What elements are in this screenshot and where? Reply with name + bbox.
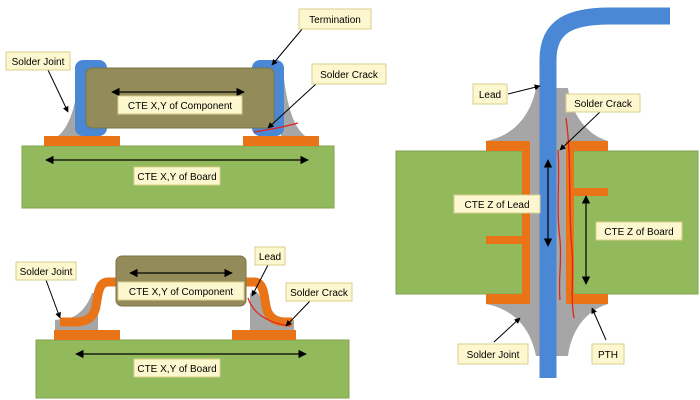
solder-joint-label: Solder Joint [12, 57, 65, 68]
pointer-solder-joint [45, 279, 61, 319]
pth-pad-top-right [566, 141, 608, 151]
pointer-solder-joint [47, 69, 69, 113]
label-box-lead [472, 83, 508, 105]
label-box-component-cte [117, 95, 243, 115]
termination-label: Termination [309, 15, 361, 26]
solder-crack-label: Solder Crack [290, 288, 349, 299]
component-cte-label: CTE X,Y of Component [129, 287, 234, 298]
pointer-lead [507, 84, 541, 95]
pointer-solder-joint [493, 317, 521, 343]
copper-pad-left [54, 330, 120, 340]
solder-crack-line-left [557, 149, 562, 301]
pth-pad-top-left [486, 141, 530, 151]
solder-joint-right [281, 70, 305, 136]
pth-pad-bottom-left [486, 294, 530, 304]
label-box-solder-crack [565, 93, 641, 113]
label-box-pth [591, 343, 625, 365]
pth-pad-bottom-right [566, 294, 608, 304]
board-cte-label: CTE X,Y of Board [137, 172, 216, 183]
lead-cte-label: CTE Z of Lead [464, 200, 529, 211]
gull-wing-component-assembly: Lead Solder Joint Solder Crack CTE X,Y o… [15, 246, 353, 399]
pth-label: PTH [598, 350, 618, 361]
solder-crack-label: Solder Crack [320, 70, 379, 81]
board [35, 339, 350, 399]
copper-pad-left [44, 136, 120, 146]
solder-joint-label: Solder Joint [20, 267, 73, 278]
solder-crack-line [253, 122, 299, 133]
board-left-section [395, 150, 537, 295]
label-box-solder-joint [457, 343, 529, 365]
label-box-board-cte [133, 358, 221, 378]
label-box-component-cte [117, 281, 245, 301]
label-box-lead-cte [453, 194, 541, 214]
label-box-solder-crack [311, 63, 387, 85]
lead-label: Lead [259, 252, 281, 263]
pointer-pth [591, 307, 607, 341]
solder-crack-line [247, 297, 291, 327]
inner-layer-left [486, 236, 526, 244]
solder-crack-label: Solder Crack [574, 99, 633, 110]
lead-label: Lead [479, 90, 501, 101]
component-lead [539, 7, 670, 378]
label-box-lead [254, 246, 286, 266]
label-box-solder-joint [5, 51, 71, 71]
pointer-termination [271, 27, 304, 66]
label-box-solder-crack [285, 282, 353, 302]
pth-barrel-left [522, 141, 530, 304]
inner-layer-right [570, 188, 608, 196]
through-hole-assembly: Lead Solder Crack CTE Z of Lead CTE Z of… [395, 7, 699, 378]
solder-joint-label: Solder Joint [467, 350, 520, 361]
label-box-board-cte [595, 221, 683, 241]
label-box-board-cte [133, 166, 221, 186]
pointer-solder-crack [559, 111, 601, 151]
pointer-solder-crack [285, 300, 311, 327]
copper-pad-right [243, 136, 319, 146]
pointer-solder-crack [267, 83, 317, 129]
label-box-solder-joint [15, 261, 77, 281]
component-cte-label: CTE X,Y of Component [128, 101, 233, 112]
pointer-lead [251, 264, 269, 297]
solder-crack-line-right [565, 117, 575, 319]
lead-right [242, 277, 292, 327]
lead-left [60, 277, 120, 327]
copper-pad-right [232, 330, 296, 340]
chip-component-assembly: Termination Solder Joint Solder Crack CT… [5, 8, 387, 209]
label-box-termination [298, 8, 372, 30]
board-cte-label: CTE Z of Board [604, 227, 673, 238]
board-cte-label: CTE X,Y of Board [137, 364, 216, 375]
